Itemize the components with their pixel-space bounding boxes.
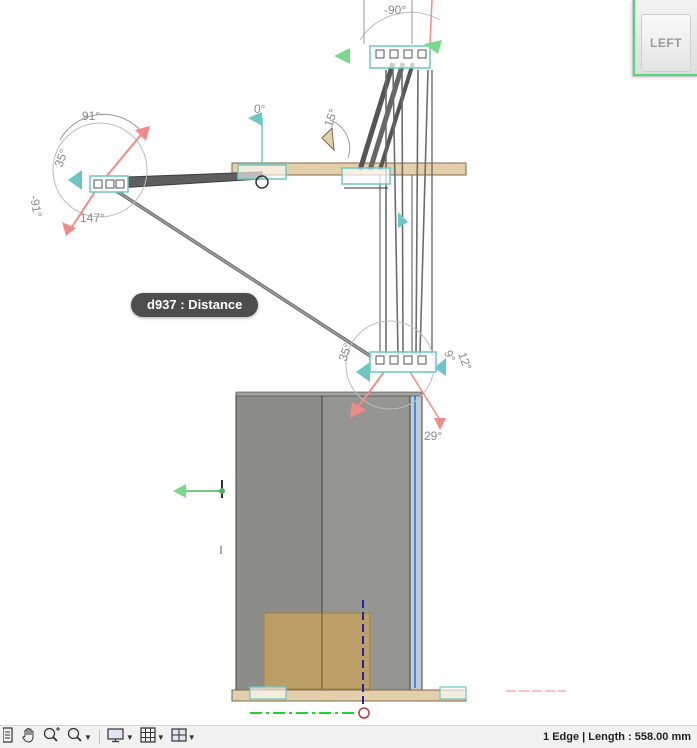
chevron-down-icon: ▼ [156, 732, 165, 742]
angle-label-91: 91° [82, 109, 100, 123]
viewcube[interactable]: LEFT [632, 0, 697, 77]
zoom-button[interactable] [40, 726, 64, 748]
display-settings-button[interactable]: ▼ [104, 726, 137, 748]
sheet-icon [2, 726, 15, 748]
side-gizmo[interactable] [173, 480, 225, 554]
angle-label-neg-90-top: -90° [384, 3, 406, 17]
chevron-down-icon: ▼ [84, 732, 92, 742]
highlighted-drawer[interactable] [263, 612, 371, 690]
chevron-down-icon: ▼ [187, 732, 196, 742]
grid-settings-button[interactable]: ▼ [137, 726, 168, 748]
sheet-button[interactable] [0, 726, 18, 748]
zoom-window-icon [67, 727, 83, 748]
status-bar: ▼ ▼ ▼ ▼ 1 Edge | Length : 558.00 mm [0, 725, 697, 748]
viewports-button[interactable]: ▼ [168, 726, 199, 748]
navigation-toolbar: ▼ ▼ ▼ ▼ [0, 726, 199, 748]
zoom-icon [43, 726, 61, 748]
angle-label-35-left: 35° [52, 147, 71, 169]
angle-label-9: 9° [441, 348, 458, 364]
shelf-joint-gizmo-left[interactable]: 0° [237, 102, 287, 189]
viewcube-axis-x [633, 74, 697, 76]
angle-label-0: 0° [254, 102, 266, 116]
canvas-viewport[interactable]: 91° 35° -91° 147° 0° 15° [0, 0, 697, 725]
grid-icon [140, 726, 156, 748]
bottom-joint-marker-left[interactable] [249, 686, 287, 700]
bottom-joint-marker-right[interactable] [439, 686, 467, 700]
model-scene[interactable]: 91° 35° -91° 147° 0° 15° [0, 0, 697, 725]
selection-status: 1 Edge | Length : 558.00 mm [543, 731, 691, 743]
display-icon [107, 727, 125, 748]
angle-label-147: 147° [80, 211, 105, 225]
angle-label-12: 12° [455, 350, 474, 372]
chevron-down-icon: ▼ [125, 732, 134, 742]
toolbar-separator [98, 730, 100, 744]
viewcube-face-left[interactable]: LEFT [641, 14, 691, 72]
left-joint-gizmo[interactable]: 91° 35° -91° 147° [27, 109, 150, 236]
top-cluster-gizmo[interactable]: -90° [334, 0, 442, 69]
shelf-joint-gizmo-mid[interactable]: 15° [321, 107, 408, 228]
origin-marker[interactable] [358, 707, 370, 719]
angle-label-neg-91: -91° [27, 194, 45, 218]
hand-pan-icon [21, 727, 37, 748]
pan-button[interactable] [18, 726, 40, 748]
zoom-window-button[interactable]: ▼ [64, 726, 95, 748]
viewcube-axis-y [633, 0, 635, 76]
angle-label-29: 29° [424, 429, 442, 443]
angle-label-35-mid: 35° [336, 341, 355, 363]
cabinet-body[interactable] [235, 391, 423, 691]
cable-group [114, 62, 433, 359]
dimension-tooltip: d937 : Distance [131, 293, 259, 317]
angle-label-15: 15° [321, 107, 340, 129]
viewports-icon [171, 727, 187, 748]
lower-joint-gizmo[interactable]: 35° 9° 12° 29° [336, 320, 475, 443]
